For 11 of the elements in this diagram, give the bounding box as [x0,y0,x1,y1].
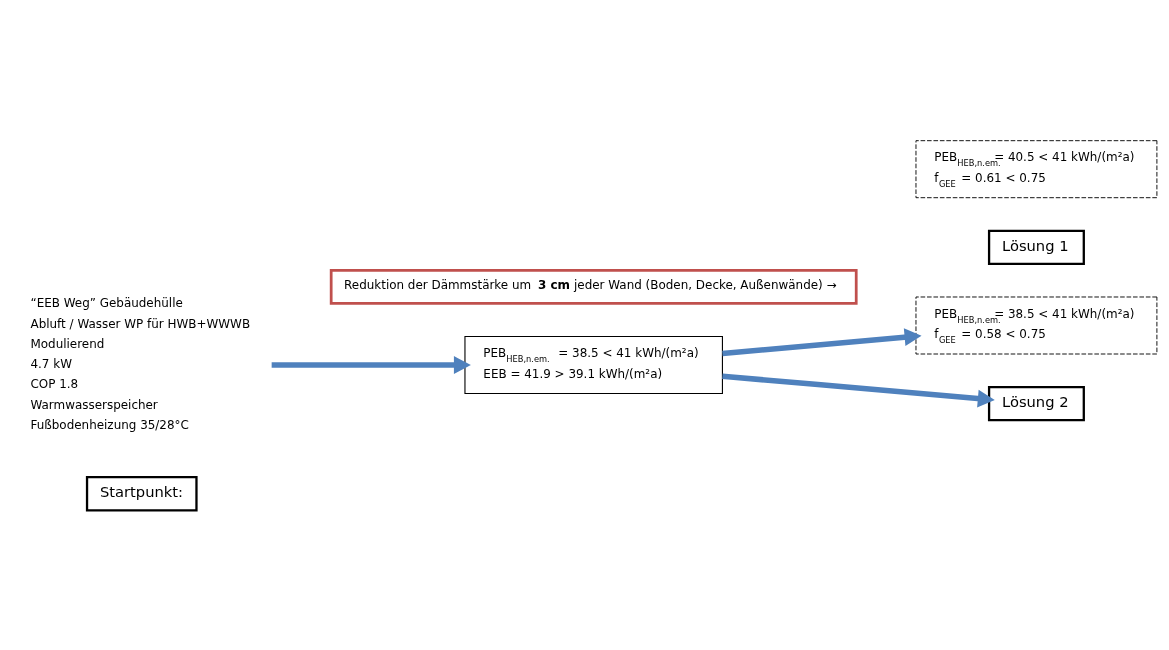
node-box: PEB$_{HEB,n.em.}$ = 38.5 < 41 kWh/(m²a) EEB = 41.9 > 39.1 kWh/(m²a) [464,335,723,394]
arrow [722,327,922,356]
arrow [722,373,995,407]
node-text: “EEB Weg” Gebäudehülle Abluft / Wasser WP für HWB+WWWB Modulierend 4.7 kW COP 1.8 Warmwasserspeicher Fußbodenheizung 35/28°C [30,295,251,432]
node-box: Startpunkt: [85,475,198,511]
node-box: Lösung 2 [987,385,1085,421]
node-box: PEB$_{HEB,n.em.}$= 38.5 < 41 kWh/(m²a) f$_{GEE}$ = 0.58 < 0.75 [915,296,1158,354]
node-box: PEB$_{HEB,n.em.}$= 40.5 < 41 kWh/(m²a) f$_{GEE}$ = 0.61 < 0.75 [915,139,1158,198]
node-box: Lösung 1 [987,229,1085,265]
node-box: Reduktion der Dämmstärke um 3 cm jeder Wand (Boden, Decke, Außenwände) → [329,268,858,305]
arrow [271,355,471,374]
